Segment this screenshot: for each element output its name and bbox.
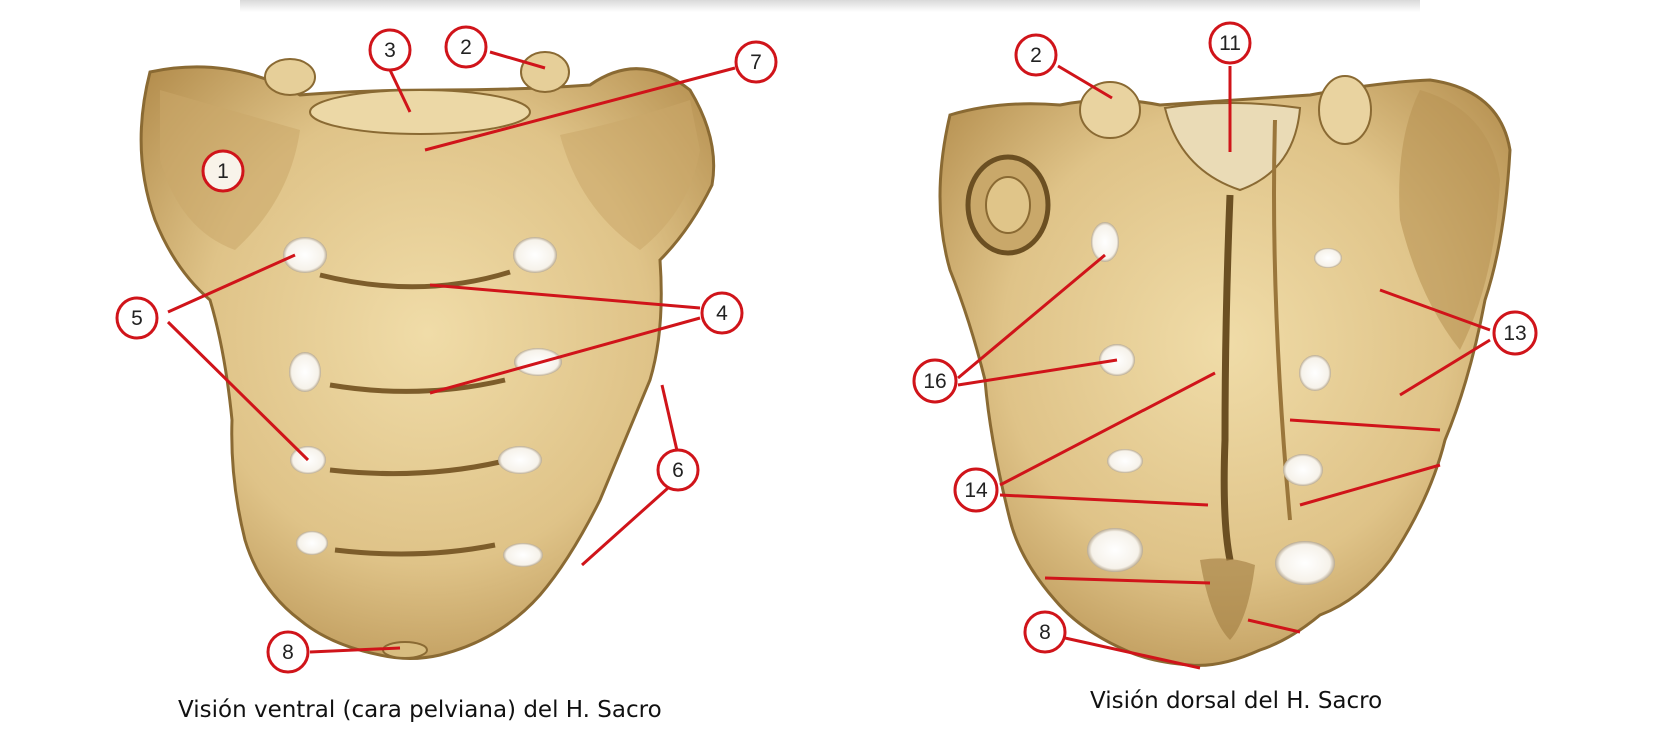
- leader-16a: [957, 253, 1106, 380]
- dorsal-foramen-r1: [1314, 248, 1342, 268]
- leader-13c: [1289, 418, 1441, 432]
- ventral-foramen-l2: [289, 352, 321, 392]
- svg-text:3: 3: [384, 39, 396, 62]
- ventral-ala-right-shade: [560, 100, 700, 250]
- svg-text:2: 2: [460, 36, 472, 59]
- leader-6b: [580, 486, 670, 567]
- dorsal-label-11: 11: [1208, 21, 1252, 65]
- ventral-transverse-ridge-2: [329, 377, 506, 394]
- ventral-label-8: 8: [266, 630, 310, 674]
- dorsal-articular-process-right: [1318, 75, 1372, 145]
- leader-13a: [1379, 288, 1491, 332]
- dorsal-articular-process-left: [1079, 81, 1141, 139]
- ventral-label-4: 4: [700, 291, 744, 335]
- svg-text:6: 6: [672, 459, 684, 482]
- ventral-foramen-r1: [513, 237, 557, 273]
- leader-8d: [1064, 636, 1201, 670]
- leader-6a: [660, 384, 680, 456]
- ventral-apex: [382, 641, 428, 659]
- ventral-foramen-l4: [296, 531, 328, 555]
- ventral-articular-process-right: [520, 51, 570, 93]
- dorsal-foramen-r2: [1299, 355, 1331, 391]
- leader-14b: [999, 493, 1209, 507]
- ventral-transverse-ridge-3: [329, 459, 501, 477]
- dorsal-intermediate-crest: [1272, 119, 1292, 521]
- ventral-foramen-r3: [498, 446, 542, 474]
- leader-5b: [166, 320, 310, 462]
- leader-4a: [429, 283, 701, 310]
- dorsal-label-13: 13: [1492, 310, 1538, 356]
- svg-text:8: 8: [1039, 621, 1051, 644]
- dorsal-label-16: 16: [912, 358, 958, 404]
- leader-2d: [1057, 64, 1113, 100]
- ventral-label-1: 1: [201, 149, 245, 193]
- leader-16b: [957, 358, 1118, 387]
- dorsal-sacral-hiatus: [1200, 558, 1255, 640]
- dorsal-view: 2 11 16 13 14 8: [912, 21, 1538, 670]
- dorsal-leader-lines: [957, 64, 1491, 670]
- ventral-view-caption: Visión ventral (cara pelviana) del H. Sa…: [178, 697, 662, 723]
- ventral-leader-lines: [166, 50, 736, 654]
- leader-13d: [1299, 463, 1441, 507]
- leader-5a: [167, 253, 296, 314]
- dorsal-foramen-l3: [1107, 449, 1143, 473]
- dorsal-foramen-l1: [1091, 222, 1119, 262]
- ventral-view: 1 3 2 7 5 4 6 8: [115, 25, 778, 674]
- ventral-foramen-r4: [503, 543, 543, 567]
- leader-14d: [1247, 618, 1301, 634]
- ventral-transverse-ridge-1: [319, 269, 511, 290]
- leader-7: [424, 66, 736, 152]
- dorsal-foramen-r4: [1275, 541, 1335, 585]
- svg-text:1: 1: [217, 160, 229, 183]
- ventral-label-7: 7: [734, 40, 778, 84]
- svg-text:5: 5: [131, 307, 143, 330]
- leader-3: [388, 69, 412, 113]
- svg-text:16: 16: [923, 370, 946, 393]
- svg-text:13: 13: [1503, 322, 1526, 345]
- ventral-foramen-l1: [283, 237, 327, 273]
- ventral-transverse-ridge-4: [334, 542, 496, 557]
- svg-text:8: 8: [282, 641, 294, 664]
- svg-text:7: 7: [750, 51, 762, 74]
- dorsal-foramen-l4: [1087, 528, 1143, 572]
- ventral-label-5: 5: [115, 296, 159, 340]
- svg-text:2: 2: [1030, 44, 1042, 67]
- ventral-label-2: 2: [444, 25, 488, 69]
- leader-13b: [1399, 338, 1491, 397]
- leader-14a: [999, 371, 1216, 487]
- top-shadow-bar: [240, 0, 1420, 12]
- ventral-articular-process-left: [264, 58, 316, 96]
- leader-8: [309, 646, 401, 654]
- leader-4b: [429, 316, 701, 395]
- dorsal-median-crest: [1220, 194, 1234, 561]
- dorsal-foramen-r3: [1283, 454, 1323, 486]
- dorsal-auricular-inner: [985, 176, 1031, 234]
- dorsal-label-2: 2: [1014, 33, 1058, 77]
- svg-text:14: 14: [964, 479, 988, 502]
- dorsal-ala-right-shade: [1399, 90, 1500, 350]
- ventral-label-6: 6: [656, 448, 700, 492]
- svg-text:11: 11: [1219, 32, 1241, 55]
- dorsal-view-caption: Visión dorsal del H. Sacro: [1090, 688, 1383, 714]
- ventral-base-of-sacrum: [309, 89, 531, 135]
- ventral-label-3: 3: [368, 28, 412, 72]
- dorsal-label-14: 14: [953, 467, 999, 513]
- leader-14c: [1044, 576, 1211, 585]
- dorsal-label-8: 8: [1023, 610, 1067, 654]
- leader-2: [489, 50, 546, 70]
- svg-text:4: 4: [716, 302, 728, 325]
